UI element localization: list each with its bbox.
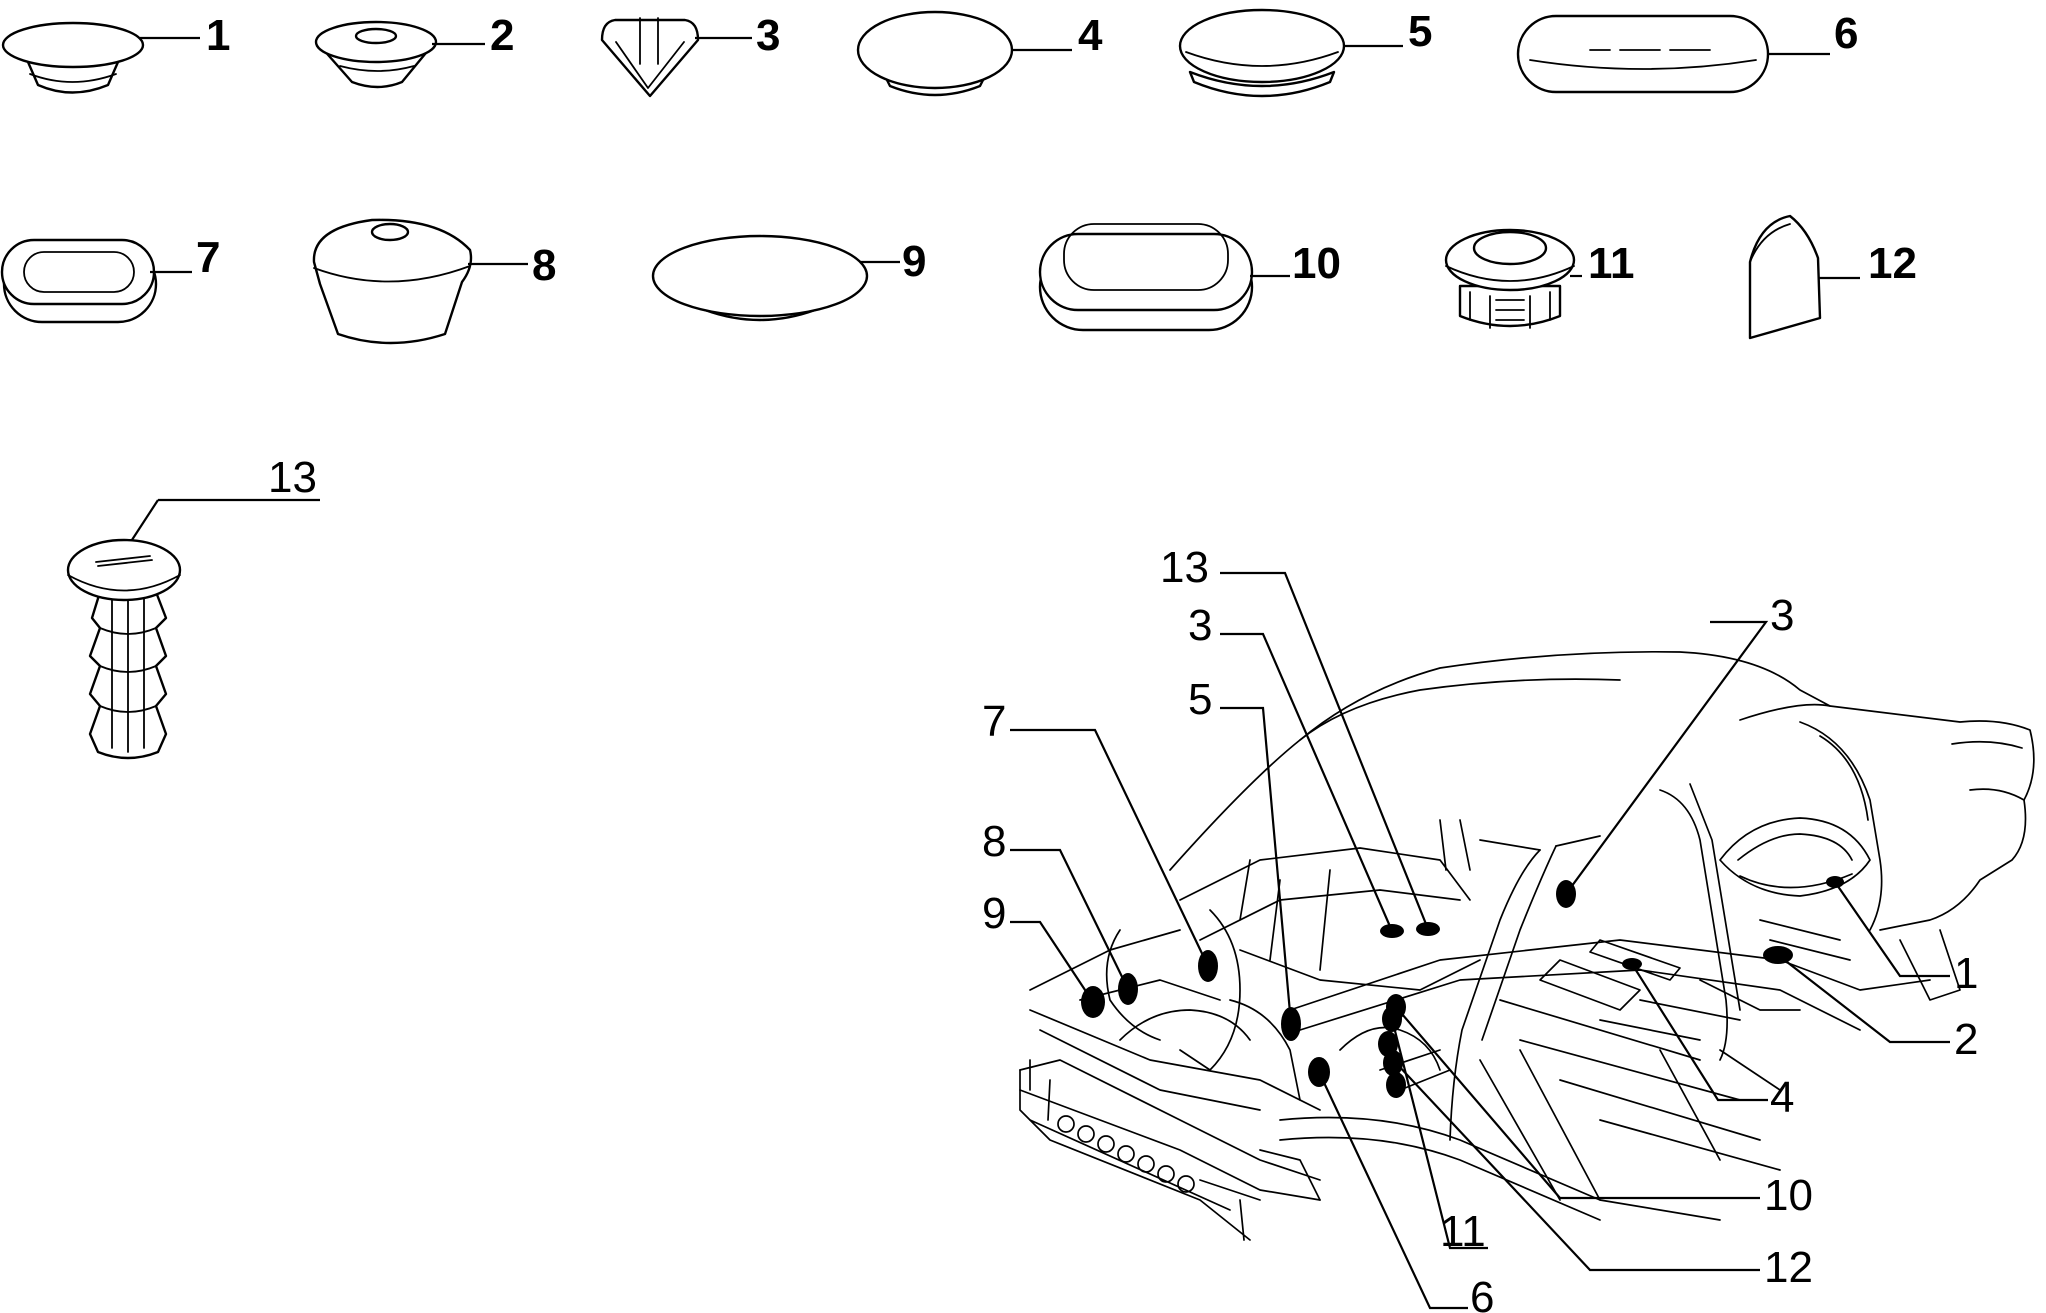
car-body-shell — [1019, 650, 2035, 1241]
callout-10-label: 10 — [1764, 1171, 1813, 1220]
part-5-label: 5 — [1408, 7, 1432, 56]
part-4-label: 4 — [1078, 11, 1103, 60]
part-3-label: 3 — [756, 11, 780, 60]
part-7-oval-ring: 7 — [0, 233, 220, 324]
callout-2-label: 2 — [1954, 1015, 1978, 1064]
callout-4-label: 4 — [1770, 1073, 1794, 1122]
callout-6: 6 — [1318, 1071, 1494, 1313]
callout-5: 5 — [1188, 675, 1293, 1025]
part-10-label: 10 — [1292, 239, 1341, 288]
callout-9: 9 — [982, 889, 1094, 1003]
callout-5-label: 5 — [1188, 675, 1212, 724]
part-5-round-cap: 5 — [1178, 7, 1432, 98]
part-13-label: 13 — [268, 453, 317, 502]
callout-6-label: 6 — [1470, 1273, 1494, 1313]
callout-9-label: 9 — [982, 889, 1006, 938]
part-9-label: 9 — [902, 237, 926, 286]
part-6-oval-plug: 6 — [1516, 9, 1858, 94]
part-9-flat-dome: 9 — [651, 234, 926, 322]
callout-11-label: 11 — [1440, 1207, 1486, 1256]
part-1-dome-plug: 1 — [1, 11, 230, 94]
callout-13-label: 13 — [1160, 543, 1209, 592]
callout-1: 1 — [1834, 881, 1978, 998]
callout-3-left: 3 — [1188, 601, 1394, 932]
callout-8-label: 8 — [982, 817, 1006, 866]
callout-13: 13 — [1160, 543, 1430, 930]
part-12-label: 12 — [1868, 239, 1917, 288]
callout-4: 4 — [1631, 963, 1794, 1122]
callout-11: 11 — [1390, 1018, 1488, 1256]
part-6-label: 6 — [1834, 9, 1858, 58]
callout-1-label: 1 — [1954, 949, 1978, 998]
callout-3-left-label: 3 — [1188, 601, 1212, 650]
callout-2: 2 — [1777, 954, 1978, 1064]
callout-7: 7 — [982, 697, 1209, 967]
part-1-label: 1 — [206, 11, 230, 60]
callout-3-right: 3 — [1565, 591, 1794, 895]
location-markers — [1081, 876, 1844, 1098]
callout-7-label: 7 — [982, 697, 1006, 746]
part-2-label: 2 — [490, 11, 514, 60]
part-8-label: 8 — [532, 241, 556, 290]
part-3-v-clip: 3 — [600, 11, 780, 98]
callout-12-label: 12 — [1764, 1243, 1813, 1292]
callout-3-right-label: 3 — [1770, 591, 1794, 640]
part-11-push-clip: 11 — [1444, 228, 1635, 329]
part-4-flat-cap: 4 — [856, 10, 1103, 97]
part-7-label: 7 — [196, 233, 220, 282]
callout-8: 8 — [982, 817, 1129, 990]
callout-10: 10 — [1395, 1006, 1813, 1220]
part-11-label: 11 — [1588, 239, 1635, 288]
part-8-deep-cup: 8 — [312, 218, 556, 345]
part-13-fir-tree-clip: 13 — [66, 453, 320, 760]
part-12-flat-tab: 12 — [1748, 214, 1917, 340]
callout-12: 12 — [1395, 1062, 1813, 1292]
part-10-oval-ring: 10 — [1038, 223, 1341, 332]
part-2-grommet: 2 — [314, 11, 514, 89]
